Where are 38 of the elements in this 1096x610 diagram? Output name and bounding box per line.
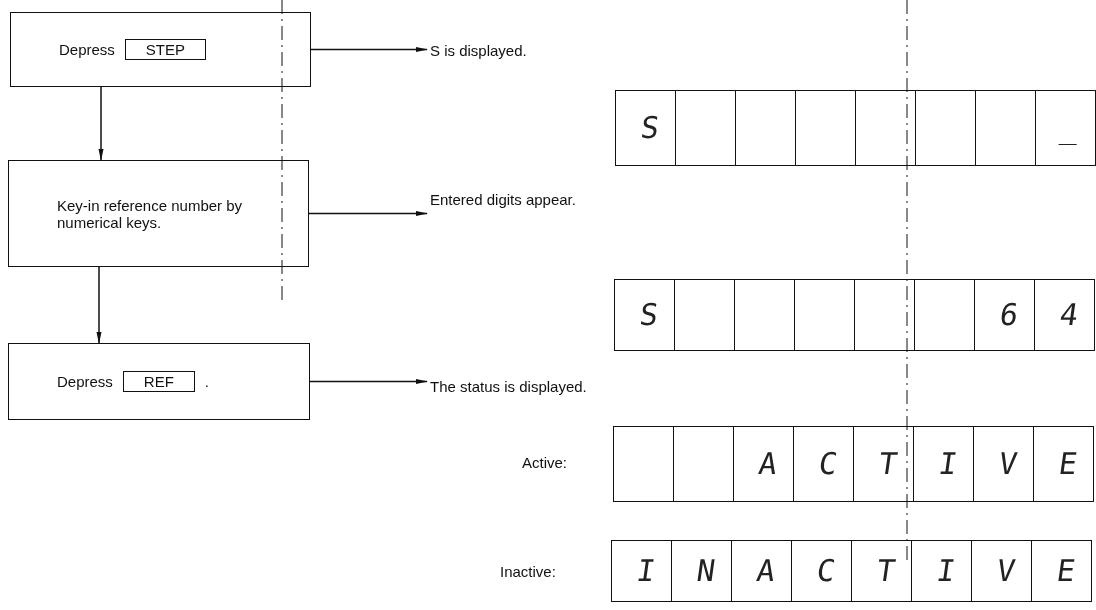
key-label: REF	[122, 371, 195, 392]
display-character: _	[1058, 113, 1082, 143]
instruction-text: Depress	[59, 41, 115, 58]
result-text: S is displayed.	[430, 39, 527, 61]
display-character: 6	[997, 300, 1021, 330]
process-box	[8, 343, 310, 420]
key-label: STEP	[124, 39, 207, 60]
display-character: S	[638, 113, 662, 143]
instruction-text: Key-in reference number by numerical keys.	[57, 196, 244, 231]
display-character: T	[874, 556, 898, 586]
display-character: I	[934, 556, 958, 586]
display-character: V	[994, 556, 1018, 586]
display-character: I	[634, 556, 658, 586]
display-character: S	[637, 300, 661, 330]
arrow	[96, 266, 102, 344]
arrow	[309, 379, 428, 384]
instruction-text: .	[204, 373, 210, 390]
display-character: E	[1056, 449, 1080, 479]
arrow	[308, 211, 428, 216]
display-character: C	[814, 556, 838, 586]
display-character: E	[1054, 556, 1078, 586]
arrow	[310, 47, 428, 52]
display-character: V	[996, 449, 1020, 479]
display-character: 4	[1057, 300, 1081, 330]
instruction-text: Depress	[57, 373, 113, 390]
display-character: A	[756, 449, 780, 479]
status-label: Active:	[522, 454, 567, 471]
display-character: C	[816, 449, 840, 479]
arrow	[98, 86, 104, 161]
result-text: The status is displayed.	[430, 375, 587, 397]
display-character: I	[936, 449, 960, 479]
status-label: Inactive:	[500, 563, 556, 580]
display-character: A	[754, 556, 778, 586]
display-character: T	[876, 449, 900, 479]
display-character: N	[694, 556, 718, 586]
process-box	[10, 12, 311, 87]
result-text: Entered digits appear.	[430, 188, 576, 210]
process-box	[8, 160, 309, 267]
